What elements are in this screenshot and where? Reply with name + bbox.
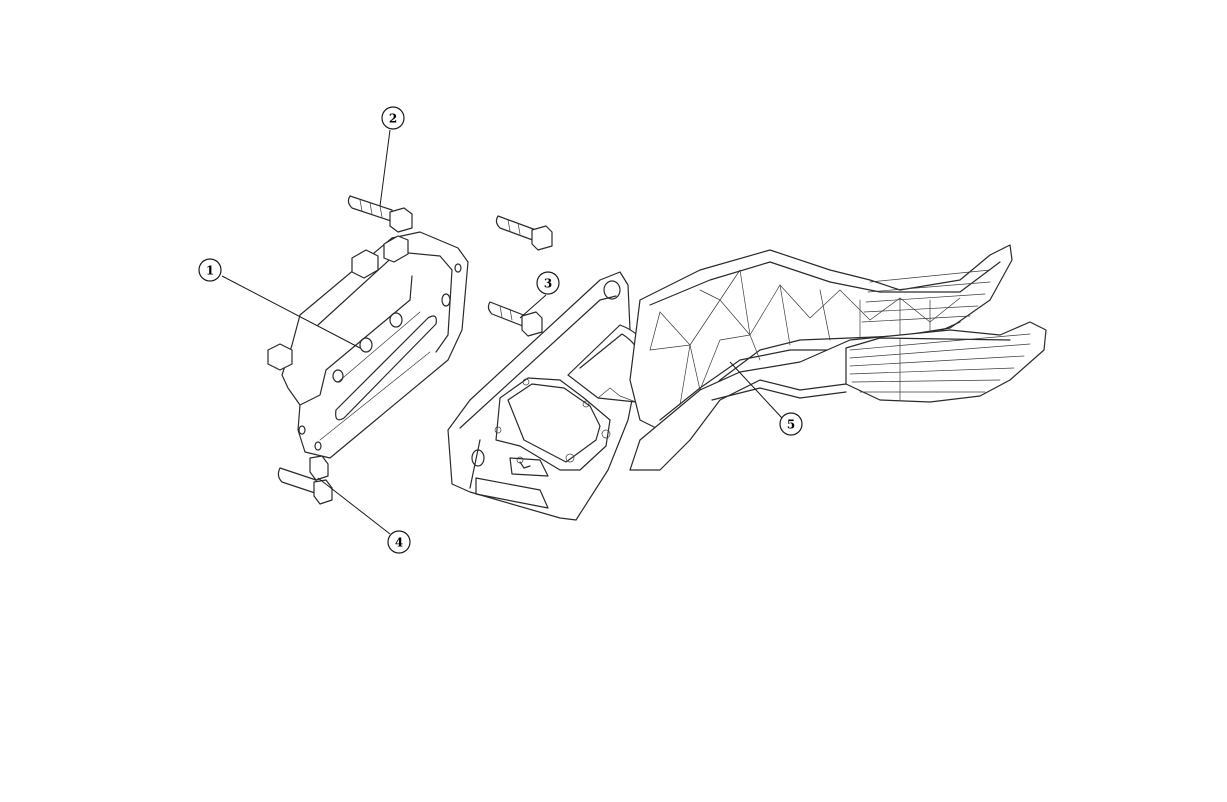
- callout-4-label: 4: [395, 536, 403, 550]
- bolt-3b: [487, 301, 543, 337]
- bolt-4: [277, 455, 333, 505]
- pedal-assembly: [447, 244, 1047, 521]
- callout-5: 5: [779, 412, 803, 436]
- leader-lines: [221, 129, 783, 535]
- callout-2: 2: [381, 106, 405, 130]
- callout-1-label: 1: [206, 264, 214, 278]
- callout-4: 4: [387, 530, 411, 554]
- bolt-2: [347, 195, 413, 233]
- callout-2-label: 2: [389, 112, 397, 126]
- callout-1: 1: [198, 258, 222, 282]
- callout-3-label: 3: [544, 277, 552, 291]
- callout-3: 3: [536, 271, 560, 295]
- callout-5-label: 5: [787, 418, 795, 432]
- bolt-3a: [495, 215, 553, 251]
- mounting-bracket: [267, 231, 469, 459]
